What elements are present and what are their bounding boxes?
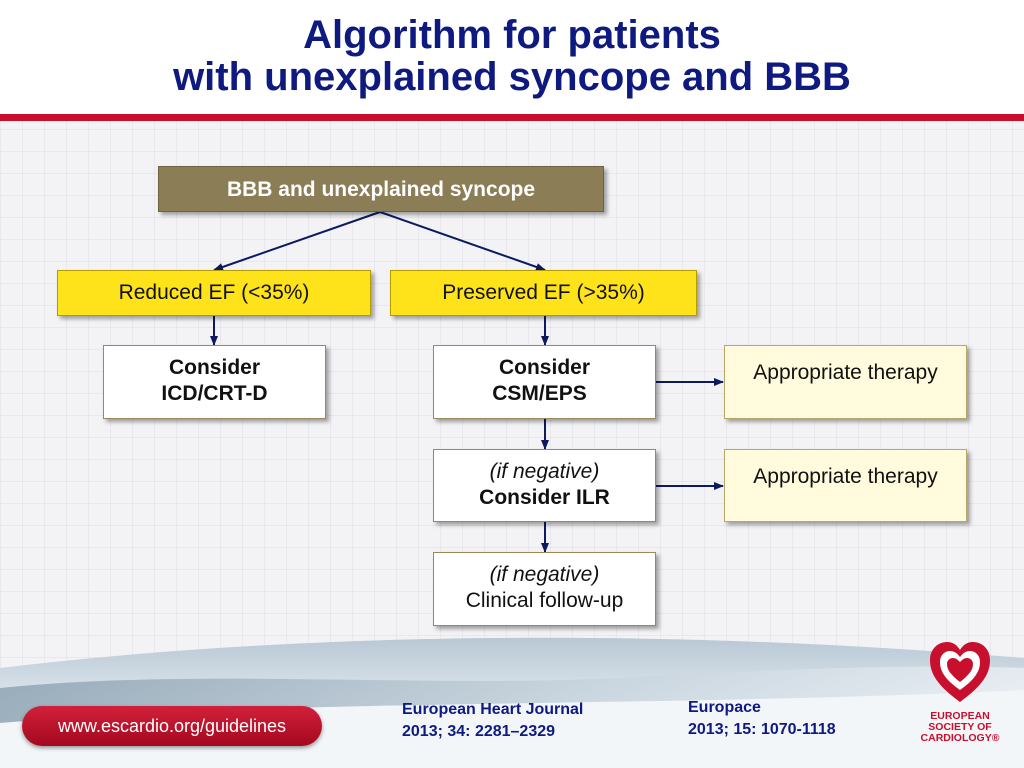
therapy-box-2: Appropriate therapy — [724, 449, 967, 522]
therapy-box-1: Appropriate therapy — [724, 345, 967, 419]
reference-ehj-line-1: European Heart Journal — [402, 701, 584, 718]
followup-box: (if negative) Clinical follow-up — [433, 552, 656, 626]
icd-line-2: ICD/CRT-D — [161, 382, 268, 405]
ilr-line-2: Consider ILR — [479, 486, 610, 509]
icd-box: Consider ICD/CRT-D — [103, 345, 326, 419]
reference-europace-line-2: 2013; 15: 1070-1118 — [688, 721, 836, 738]
reference-europace: Europace 2013; 15: 1070-1118 — [688, 697, 836, 741]
guidelines-link[interactable]: www.escardio.org/guidelines — [22, 706, 322, 746]
followup-line-2: Clinical follow-up — [465, 589, 624, 612]
reference-ehj: European Heart Journal 2013; 34: 2281–23… — [402, 699, 583, 743]
reduced-ef-box: Reduced EF (<35%) — [57, 270, 371, 316]
reference-ehj-line-2: 2013; 34: 2281–2329 — [402, 723, 556, 740]
logo-line-2: SOCIETY OF — [928, 721, 992, 733]
followup-line-1: (if negative) — [489, 563, 600, 586]
csm-box: Consider CSM/EPS — [433, 345, 656, 419]
therapy-label-2: Appropriate therapy — [753, 465, 938, 488]
preserved-ef-box: Preserved EF (>35%) — [390, 270, 697, 316]
therapy-label-1: Appropriate therapy — [753, 361, 938, 384]
title-line-1: Algorithm for patients — [303, 13, 721, 57]
csm-line-2: CSM/EPS — [492, 382, 587, 405]
logo-line-3: CARDIOLOGY® — [920, 732, 1000, 744]
root-box: BBB and unexplained syncope — [158, 166, 604, 212]
logo-line-1: EUROPEAN — [930, 710, 990, 722]
icd-line-1: Consider — [168, 356, 260, 379]
title-divider — [0, 114, 1024, 121]
reference-europace-line-1: Europace — [688, 699, 761, 716]
slide-header: Algorithm for patients with unexplained … — [0, 0, 1024, 114]
heart-logo-icon — [930, 642, 990, 702]
esc-logo: EUROPEAN SOCIETY OF CARDIOLOGY® — [912, 640, 1008, 750]
csm-line-1: Consider — [498, 356, 590, 379]
footer-wave — [0, 637, 1024, 768]
ilr-line-1: (if negative) — [489, 460, 600, 483]
ilr-box: (if negative) Consider ILR — [433, 449, 656, 522]
connector-root-reduced — [213, 211, 381, 271]
flow-connectors — [210, 211, 724, 553]
title-line-2: with unexplained syncope and BBB — [173, 55, 851, 99]
connector-root-preserved — [379, 211, 546, 271]
